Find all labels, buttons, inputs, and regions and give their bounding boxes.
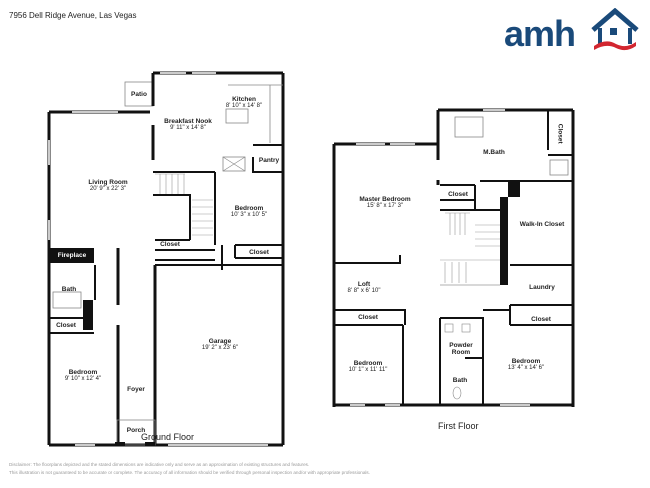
room-fireplace: Fireplace [57, 252, 87, 259]
logo-text: amh [504, 13, 576, 54]
property-address: 7956 Dell Ridge Avenue, Las Vegas [9, 11, 137, 20]
room-pantry: Pantry [258, 157, 280, 164]
room-closet-right: Closet [249, 249, 269, 256]
room-porch: Porch [126, 427, 146, 434]
room-closet-loft: Closet [358, 314, 378, 321]
room-closet-center: Closet [160, 241, 180, 248]
ground-floor-plan [47, 71, 285, 447]
room-foyer: Foyer [127, 386, 145, 393]
room-powder-room: Powder Room [449, 342, 473, 357]
room-closet-bath: Closet [56, 322, 76, 329]
house-roof-icon [591, 8, 639, 51]
first-floor-plan [332, 108, 575, 407]
room-master-bath: M.Bath [483, 149, 505, 156]
ground-floor-title: Ground Floor [141, 432, 195, 442]
amh-logo: amh [504, 8, 640, 54]
disclaimer-line-2: This illustration is not guaranteed to b… [9, 470, 370, 475]
room-closet-right-first: Closet [531, 316, 551, 323]
first-floor-title: First Floor [438, 421, 479, 431]
room-walk-in-closet: Walk-In Closet [519, 221, 565, 228]
room-bath-ground: Bath [61, 286, 77, 293]
room-closet-mbath: Closet [556, 123, 564, 144]
room-closet-center-first: Closet [448, 191, 468, 198]
room-laundry: Laundry [529, 284, 555, 291]
room-patio: Patio [131, 91, 147, 98]
room-bath-first: Bath [452, 377, 468, 384]
disclaimer-line-1: Disclaimer: The floorplans depicted and … [9, 462, 310, 467]
